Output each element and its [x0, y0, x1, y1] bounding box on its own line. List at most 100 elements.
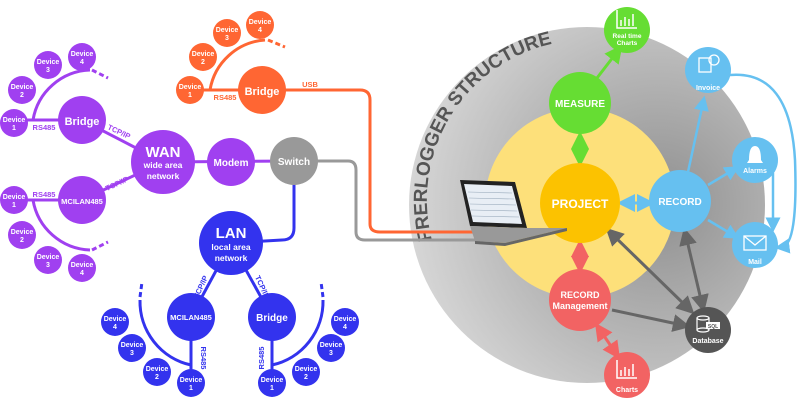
device-label: 1 [189, 385, 193, 392]
laptop-icon [460, 180, 567, 246]
svg-text:local area: local area [211, 242, 250, 252]
svg-text:Bridge: Bridge [256, 313, 288, 324]
device-label: 1 [188, 92, 192, 99]
invoice-node[interactable]: Invoice [685, 47, 731, 93]
device-label: Device [249, 19, 272, 26]
device-label: 2 [20, 237, 24, 244]
wan-mcilan485[interactable]: MCILAN485 [58, 176, 106, 224]
lan-bridge[interactable]: Bridge [248, 293, 296, 341]
device-label: Device [37, 254, 60, 261]
svg-text:network: network [147, 171, 180, 181]
rs485-label: RS485 [33, 190, 56, 199]
database-node[interactable]: SQL Database [685, 307, 731, 353]
svg-text:network: network [215, 253, 248, 263]
svg-text:WAN: WAN [146, 144, 181, 161]
charts-node[interactable]: Charts [604, 352, 650, 398]
rs485-label: RS485 [199, 347, 208, 370]
chart-icon [616, 10, 637, 29]
svg-text:MCILAN485: MCILAN485 [61, 197, 103, 206]
svg-text:Switch: Switch [278, 157, 310, 168]
device-label: Device [71, 262, 94, 269]
device-label: 3 [46, 67, 50, 74]
device-label: 2 [304, 374, 308, 381]
tcpip-label: TCP/IP [104, 175, 130, 193]
device-label: Device [334, 316, 357, 323]
svg-text:Real time: Real time [613, 33, 642, 40]
device-label: Device [37, 59, 60, 66]
svg-text:Bridge: Bridge [65, 116, 100, 128]
lan-node[interactable]: LAN local area network [199, 211, 263, 275]
device-label: Device [192, 51, 215, 58]
modem[interactable]: Modem [207, 138, 255, 186]
mail-icon [743, 235, 767, 251]
device-label: 3 [329, 350, 333, 357]
invoice-icon [698, 54, 720, 73]
device-label: Device [261, 377, 284, 384]
project-node[interactable]: PROJECT [540, 163, 620, 243]
device-label: Device [11, 84, 34, 91]
device-label: 2 [155, 374, 159, 381]
device-label: Device [146, 366, 169, 373]
device-label: Device [320, 342, 343, 349]
device-label: 3 [130, 350, 134, 357]
switch[interactable]: Switch [270, 137, 318, 185]
svg-text:wide area: wide area [143, 160, 183, 170]
device-label: 4 [343, 324, 347, 331]
record-management-node[interactable]: RECORD Management [549, 269, 611, 331]
lan-mcilan485[interactable]: MCILAN485 [167, 293, 215, 341]
device-label: 3 [225, 35, 229, 42]
device-label: Device [3, 117, 26, 124]
svg-text:LAN: LAN [216, 225, 247, 242]
switch-link [294, 159, 480, 242]
device-label: 2 [201, 59, 205, 66]
svg-text:Modem: Modem [214, 158, 249, 169]
record-node[interactable]: RECORD [649, 170, 711, 232]
wan-node[interactable]: WAN wide area network [131, 130, 195, 194]
device-label: 1 [12, 202, 16, 209]
rs485-label: RS485 [214, 93, 237, 102]
usb-label: USB [302, 80, 318, 89]
rs485-label: RS485 [257, 347, 266, 370]
device-label: 4 [113, 324, 117, 331]
real-time-charts-node[interactable]: Real time Charts [604, 7, 650, 53]
device-label: 4 [258, 27, 262, 34]
device-label: Device [180, 377, 203, 384]
measure-node[interactable]: MEASURE [549, 72, 611, 134]
device-label: 2 [20, 92, 24, 99]
svg-text:RECORD: RECORD [560, 290, 600, 300]
mail-node[interactable]: Mail [732, 222, 778, 268]
svg-text:RECORD: RECORD [658, 197, 701, 208]
device-label: Device [3, 194, 26, 201]
device-label: 1 [12, 125, 16, 132]
usb-bridge[interactable]: Bridge [238, 66, 286, 114]
svg-text:MEASURE: MEASURE [555, 99, 605, 110]
device-label: Device [216, 27, 239, 34]
device-label: 1 [270, 385, 274, 392]
wan-bridge[interactable]: Bridge [58, 96, 106, 144]
svg-text:Management: Management [552, 301, 607, 311]
alarms-node[interactable]: Alarms [732, 137, 778, 183]
svg-text:Database: Database [692, 338, 723, 345]
device-label: Device [104, 316, 127, 323]
